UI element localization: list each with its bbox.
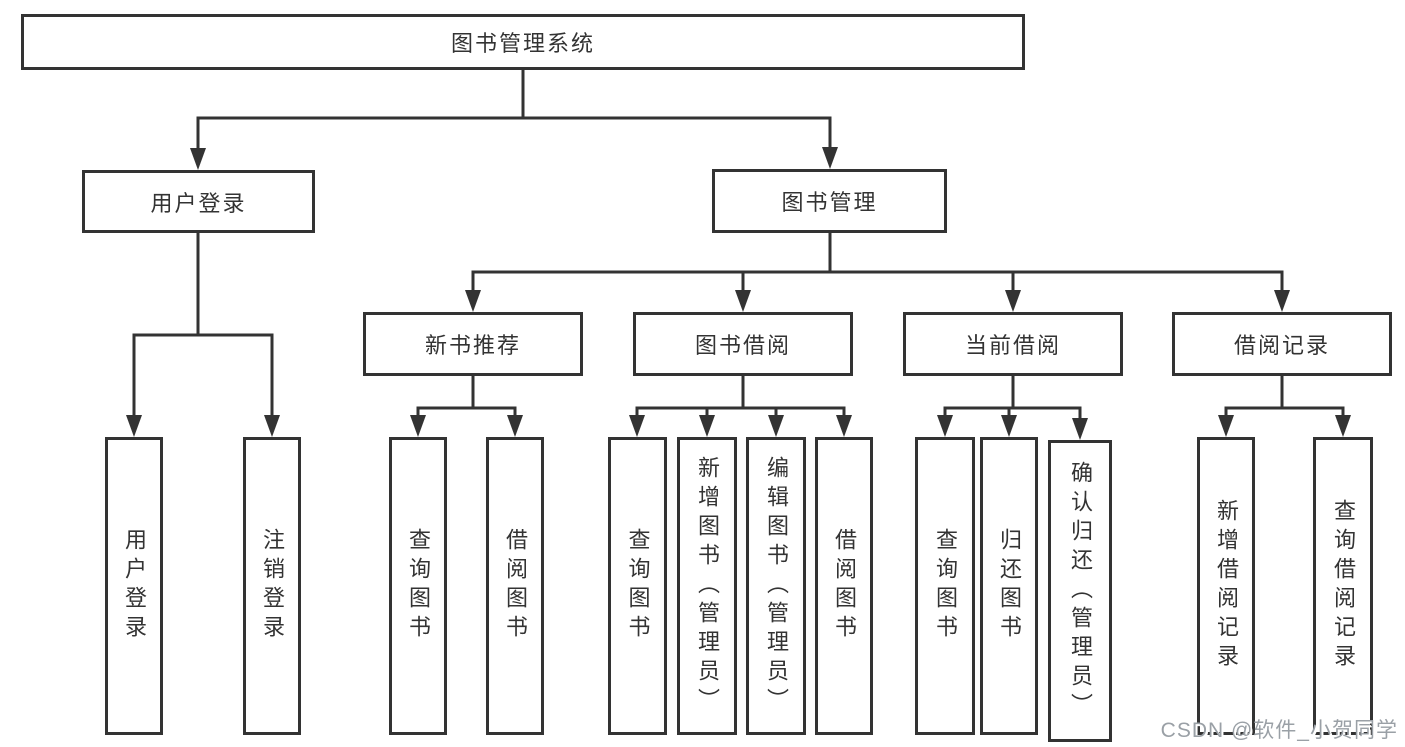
leaf-query-borrow-record: 查询借阅记录 [1313,437,1373,735]
leaf-edit-books-admin: 编辑图书（管理员） [746,437,806,735]
connector-borrowing-records [1218,376,1351,437]
leaf-add-borrow-record: 新增借阅记录 [1197,437,1255,735]
connector-root [190,69,838,170]
connector-book-borrowing [629,376,852,437]
node-label: 当前借阅 [964,333,1061,358]
leaf-return-books: 归还图书 [980,437,1038,735]
node-label: 借阅图书 [832,528,857,644]
node-label: 新增借阅记录 [1214,499,1239,673]
node-book-management: 图书管理 [712,169,947,233]
leaf-query-books-current: 查询图书 [915,437,975,735]
node-label: 查询图书 [933,528,958,644]
leaf-query-books-borrowing: 查询图书 [608,437,667,735]
node-label: 借阅记录 [1233,333,1330,358]
leaf-confirm-return-admin: 确认归还（管理员） [1048,440,1112,742]
node-current-borrowing: 当前借阅 [903,312,1123,376]
node-label: 图书管理系统 [450,31,595,56]
node-label: 编辑图书（管理员） [764,455,789,717]
node-user-login: 用户登录 [82,170,315,233]
leaf-logout: 注销登录 [243,437,301,735]
node-label: 注销登录 [260,528,285,644]
node-new-book-recommendation: 新书推荐 [363,312,583,376]
node-book-borrowing: 图书借阅 [633,312,853,376]
node-label: 新增图书（管理员） [695,455,720,717]
node-label: 查询借阅记录 [1331,499,1356,673]
node-label: 查询图书 [625,528,651,644]
node-label: 新书推荐 [424,333,521,358]
leaf-borrow-books-borrowing: 借阅图书 [815,437,873,735]
node-label: 确认归还（管理员） [1068,460,1093,722]
leaf-query-books-recommend: 查询图书 [389,437,447,735]
node-label: 查询图书 [406,528,431,644]
node-label: 用户登录 [122,528,147,644]
node-label: 图书借阅 [694,333,791,358]
node-label: 借阅图书 [503,528,528,644]
node-label: 用户登录 [150,190,247,216]
connector-user-login [126,233,280,437]
connector-new-book [410,376,523,437]
node-label: 归还图书 [997,528,1022,644]
connector-book-management [465,233,1290,312]
connector-current-borrowing [937,376,1088,440]
node-borrowing-records: 借阅记录 [1172,312,1392,376]
leaf-user-login: 用户登录 [105,437,163,735]
node-library-management-system: 图书管理系统 [21,14,1025,70]
csdn-watermark: CSDN @软件_小贺同学 [1160,719,1398,742]
leaf-borrow-books-recommend: 借阅图书 [486,437,544,735]
leaf-add-books-admin: 新增图书（管理员） [677,437,737,735]
node-label: 图书管理 [781,190,878,215]
